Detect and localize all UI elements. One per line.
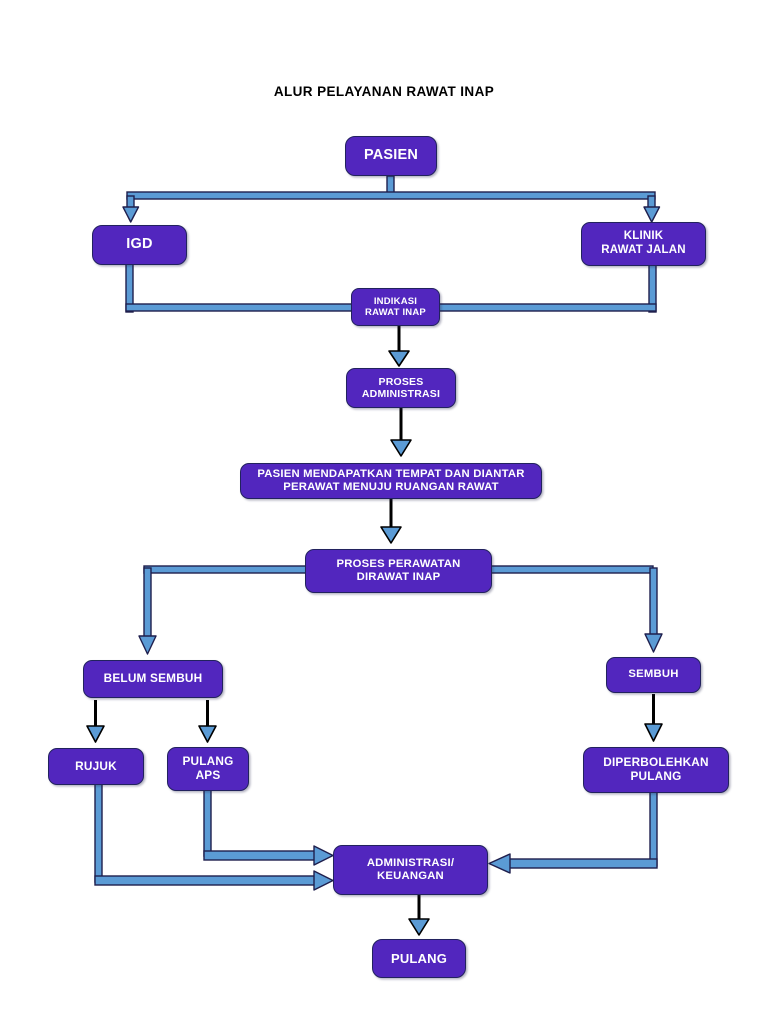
node-administrasi-keuangan[interactable]: ADMINISTRASI/ KEUANGAN bbox=[333, 845, 488, 895]
node-igd[interactable]: IGD bbox=[92, 225, 187, 265]
node-pasien[interactable]: PASIEN bbox=[345, 136, 437, 176]
node-proses-perawatan[interactable]: PROSES PERAWATAN DIRAWAT INAP bbox=[305, 549, 492, 593]
node-indikasi-rawat-inap[interactable]: INDIKASI RAWAT INAP bbox=[351, 288, 440, 326]
edge-perawatan-belum-sembuh bbox=[138, 565, 308, 655]
node-pulang[interactable]: PULANG bbox=[372, 939, 466, 978]
edge-pulang-aps-admin bbox=[203, 788, 334, 866]
edge-indikasi-proses-adm bbox=[388, 326, 410, 367]
edge-perawatan-sembuh bbox=[489, 565, 663, 653]
node-rujuk[interactable]: RUJUK bbox=[48, 748, 144, 785]
edge-diperbolehkan-admin bbox=[488, 790, 658, 874]
edge-pasien-split bbox=[122, 175, 661, 223]
node-sembuh[interactable]: SEMBUH bbox=[606, 657, 701, 693]
edge-klinik-indikasi bbox=[437, 264, 657, 313]
edge-belum-sembuh-pulang-aps bbox=[198, 700, 217, 743]
node-pulang-aps[interactable]: PULANG APS bbox=[167, 747, 249, 791]
edge-igd-indikasi bbox=[125, 263, 354, 313]
page-title: ALUR PELAYANAN RAWAT INAP bbox=[273, 84, 495, 99]
edge-proses-adm-tempat bbox=[390, 408, 412, 457]
node-pasien-mendapatkan-tempat[interactable]: PASIEN MENDAPATKAN TEMPAT DAN DIANTAR PE… bbox=[240, 463, 542, 499]
node-proses-administrasi[interactable]: PROSES ADMINISTRASI bbox=[346, 368, 456, 408]
edge-admin-pulang bbox=[408, 895, 430, 936]
edge-tempat-perawatan bbox=[380, 499, 402, 544]
edge-belum-sembuh-rujuk bbox=[86, 700, 105, 743]
edge-sembuh-diperbolehkan bbox=[644, 694, 663, 742]
edge-rujuk-admin bbox=[94, 782, 334, 891]
node-belum-sembuh[interactable]: BELUM SEMBUH bbox=[83, 660, 223, 698]
node-klinik-rawat-jalan[interactable]: KLINIK RAWAT JALAN bbox=[581, 222, 706, 266]
node-diperbolehkan-pulang[interactable]: DIPERBOLEHKAN PULANG bbox=[583, 747, 729, 793]
